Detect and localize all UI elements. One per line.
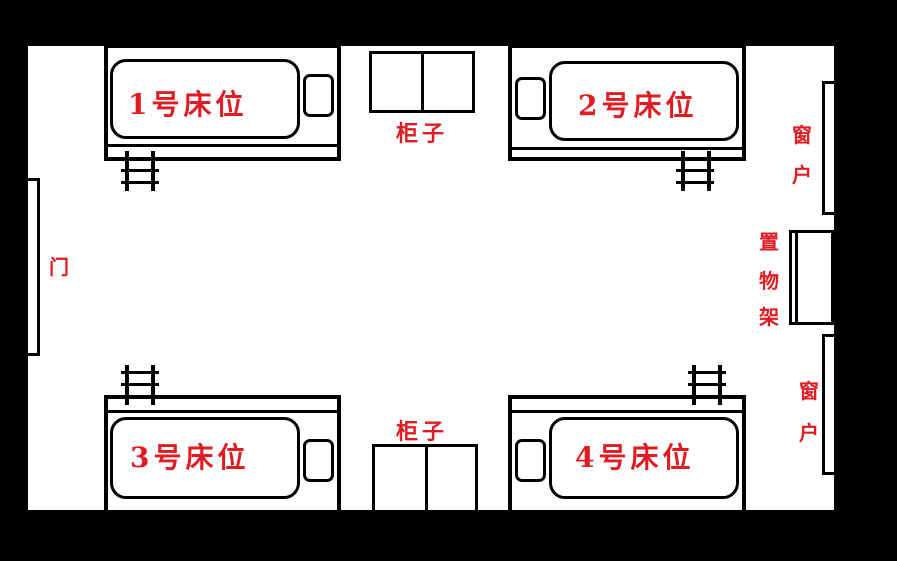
wall-bottom — [0, 510, 897, 561]
cabinet-bottom — [372, 444, 478, 510]
bed-1-ladder — [121, 151, 159, 191]
cabinet-top-label: 柜子 — [396, 121, 449, 147]
door-label: 门 — [49, 255, 69, 279]
bed-3-label: 3号床位 — [130, 441, 250, 474]
bed-3-pillow — [303, 439, 334, 482]
bed-3-rail — [108, 410, 337, 413]
door-frame — [28, 178, 40, 356]
bed-2-mattress — [549, 61, 739, 141]
window-lower — [822, 334, 834, 475]
shelf-label-2: 物 — [759, 269, 779, 293]
bed-4-rail — [512, 410, 742, 413]
bed-4-mattress — [549, 417, 739, 499]
window-upper-label-1: 窗 — [792, 123, 812, 147]
bed-4-label: 4号床位 — [575, 441, 695, 474]
bed-1-label: 1号床位 — [128, 88, 248, 121]
wall-right — [834, 40, 897, 561]
bed-4-pillow — [515, 439, 546, 482]
bed-1-mattress — [110, 59, 300, 139]
bed-1-rail — [108, 144, 337, 147]
window-lower-label-1: 窗 — [799, 379, 819, 403]
window-upper-label-2: 户 — [792, 163, 812, 187]
window-lower-label-2: 户 — [799, 421, 819, 445]
cabinet-top — [369, 51, 475, 113]
bed-4-ladder — [688, 365, 726, 405]
bed-3-ladder — [121, 365, 159, 405]
shelf-label-3: 架 — [759, 305, 779, 329]
shelf — [789, 230, 834, 325]
bed-2-pillow — [515, 77, 546, 120]
wall-top-left — [28, 40, 105, 46]
cabinet-bottom-label: 柜子 — [396, 419, 449, 445]
window-upper — [822, 81, 834, 215]
bed-2-ladder — [676, 151, 714, 191]
shelf-label-1: 置 — [759, 230, 779, 254]
bed-2-rail — [512, 147, 742, 150]
bed-1-pillow — [303, 74, 334, 117]
bed-3-mattress — [110, 417, 300, 499]
bed-2-label: 2号床位 — [578, 89, 698, 122]
